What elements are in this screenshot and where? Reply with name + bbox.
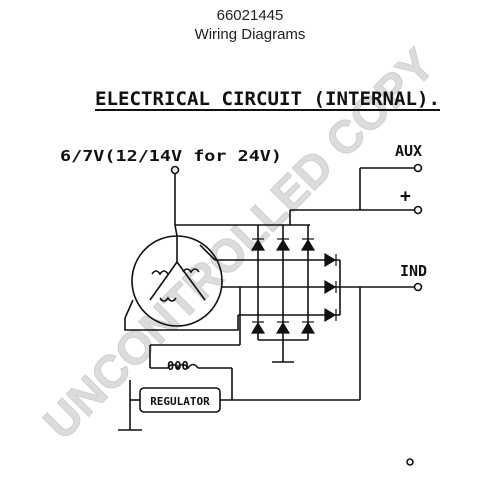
diode-top-3: [300, 238, 316, 251]
stator-coil-2: [159, 296, 177, 302]
diode-ind-2: [324, 279, 337, 295]
diode-ind-3: [324, 307, 337, 323]
diode-ind-1: [324, 252, 337, 268]
diodes: [250, 238, 337, 334]
field-coil-label: 000: [167, 359, 189, 373]
diode-bottom-1: [250, 321, 266, 334]
regulator-label: REGULATOR: [150, 395, 210, 408]
diode-bottom-3: [300, 321, 316, 334]
plus-terminal: [413, 205, 423, 215]
diagram-title: ELECTRICAL CIRCUIT (INTERNAL).: [95, 88, 440, 110]
part-number: 66021445: [216, 7, 284, 24]
aux-terminal: [413, 163, 423, 173]
diode-top-1: [250, 238, 266, 251]
diode-bottom-2: [275, 321, 291, 334]
ind-label: IND: [400, 262, 427, 280]
aux-label: AUX: [395, 142, 422, 160]
page-subtitle: Wiring Diagrams: [194, 26, 306, 43]
supply-voltage-label: 6/7V(12/14V for 24V): [60, 147, 282, 165]
stator-coil-1: [151, 270, 169, 276]
supply-terminal: [170, 165, 180, 175]
stator-coil-3: [182, 268, 200, 274]
plus-label: +: [400, 186, 411, 207]
diode-top-2: [275, 238, 291, 251]
page-header: 66021445 Wiring Diagrams: [0, 6, 500, 44]
ind-terminal: [413, 282, 423, 292]
minus-terminal: [406, 458, 414, 466]
field-coil: [167, 363, 199, 370]
